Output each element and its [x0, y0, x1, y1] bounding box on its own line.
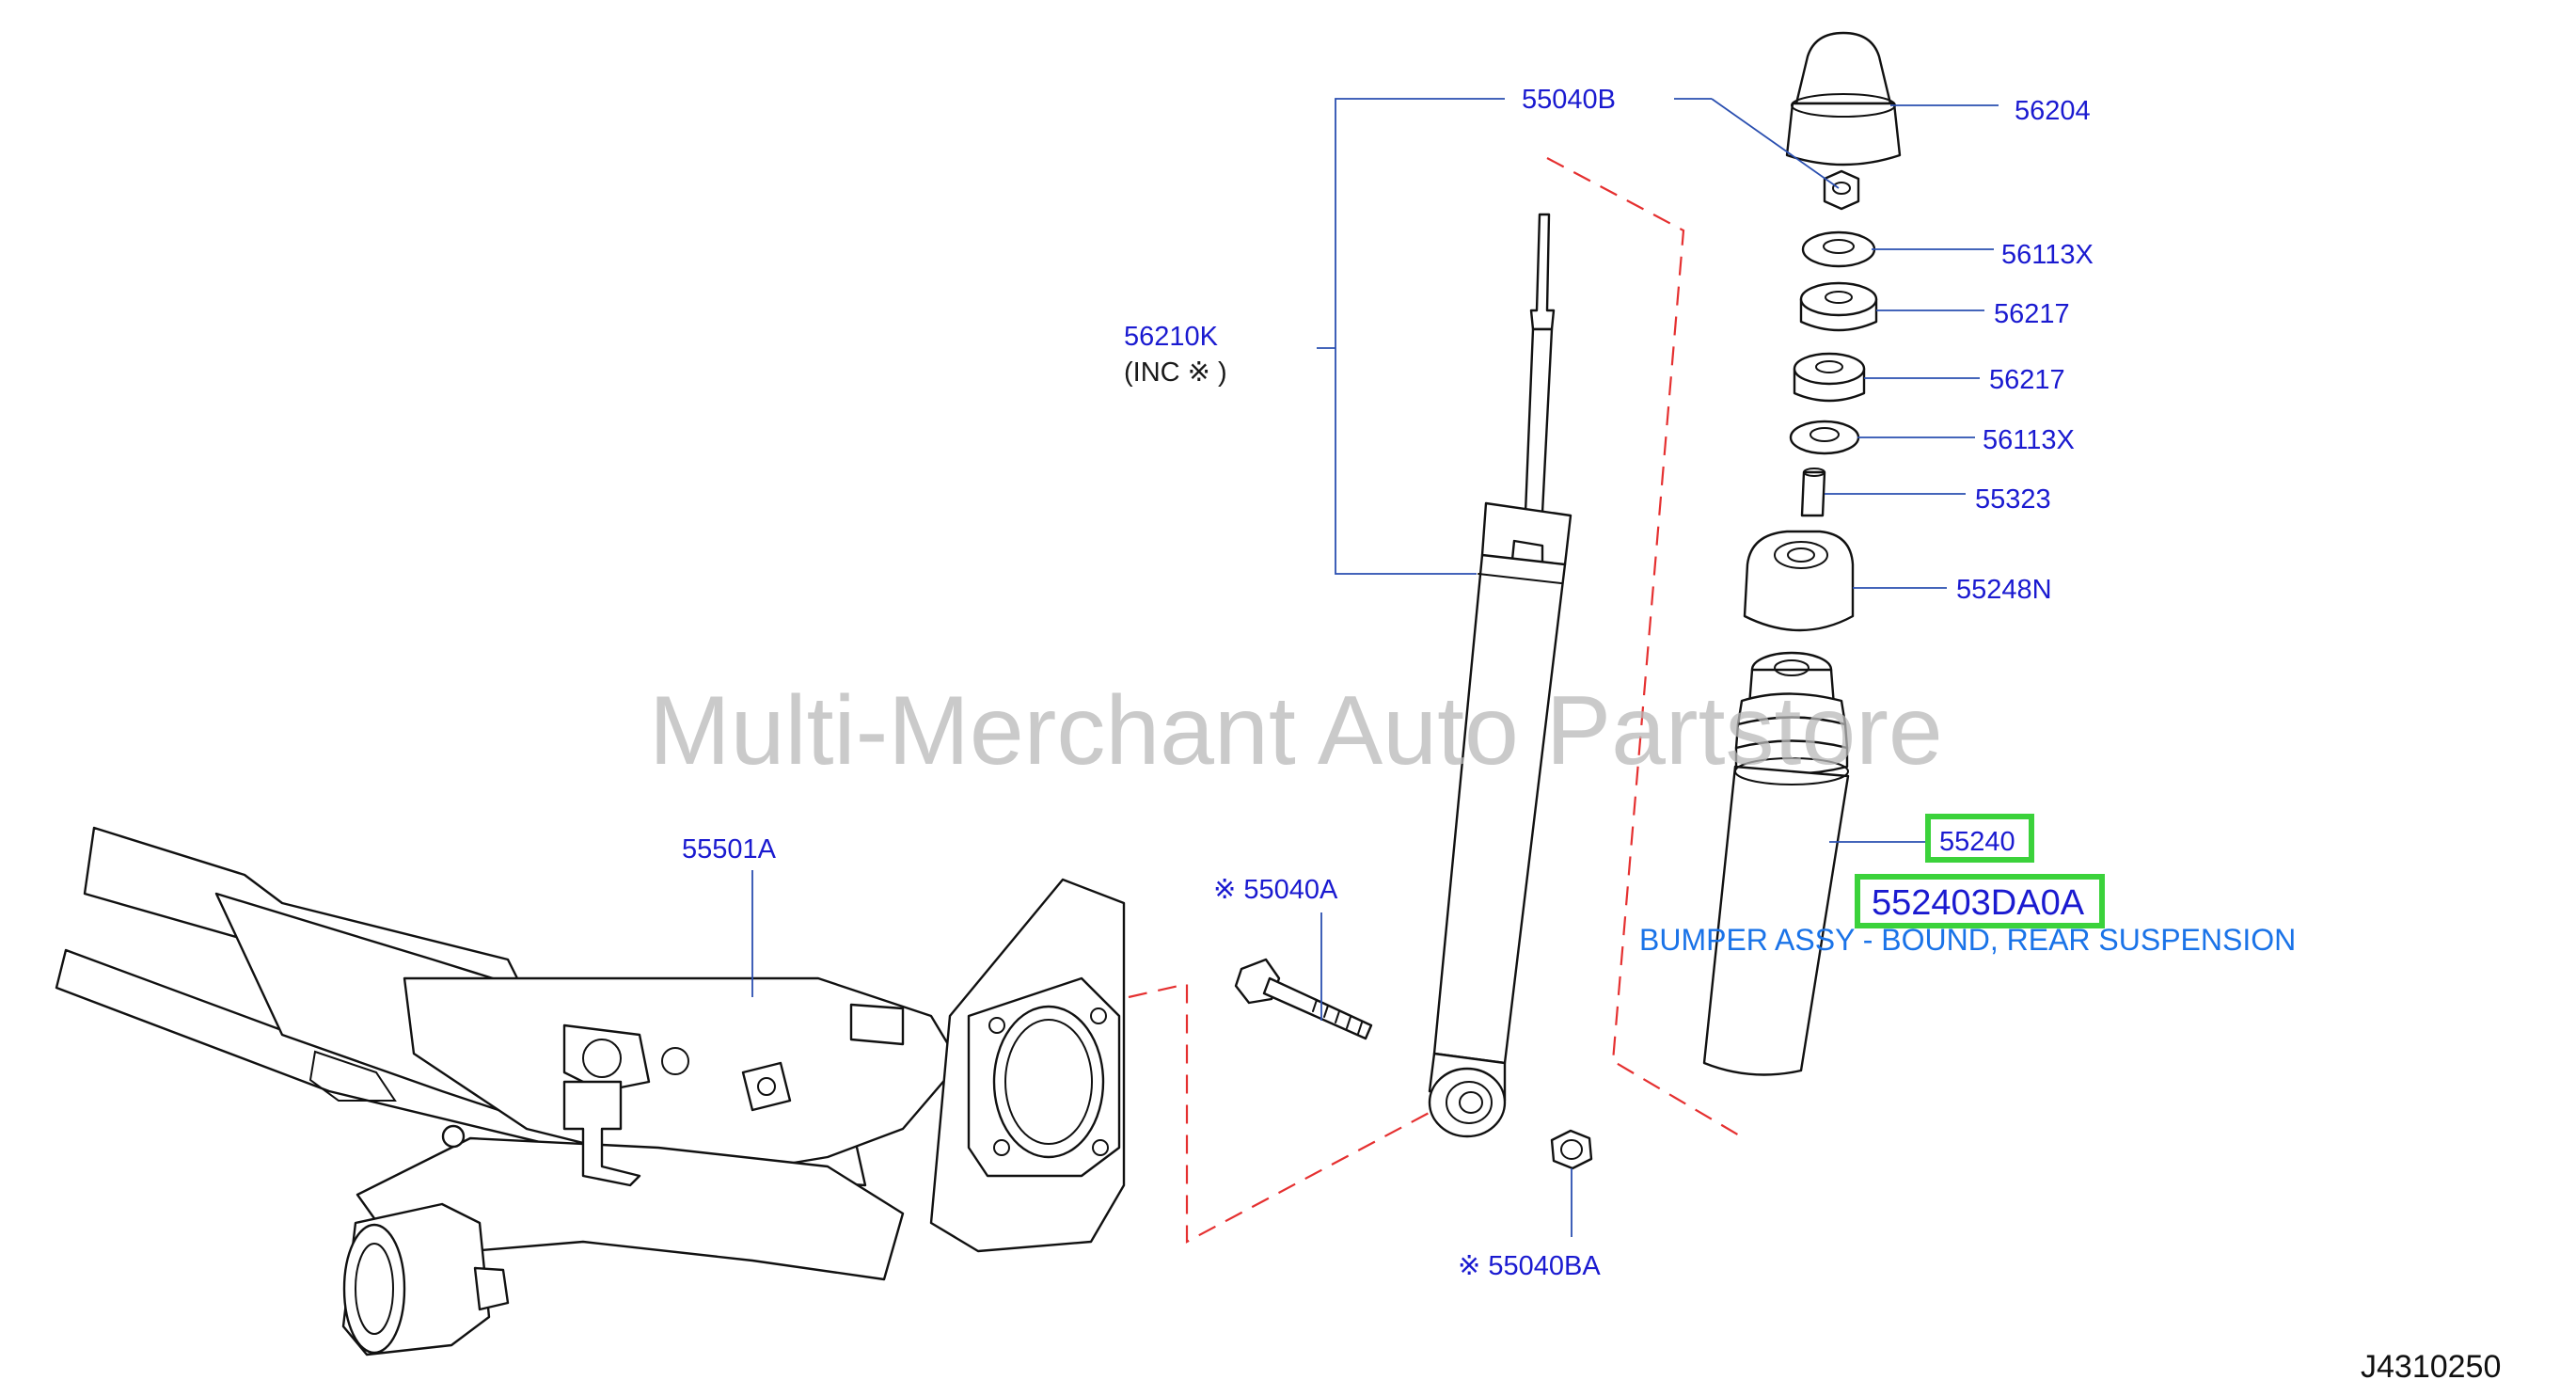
label-55240[interactable]: 55240	[1939, 827, 2015, 857]
label-56113X-top[interactable]: 56113X	[2001, 240, 2094, 270]
highlighted-part: 55240 552403DA0A BUMPER ASSY - BOUND, RE…	[1639, 814, 2296, 957]
label-56204[interactable]: 56204	[2015, 96, 2091, 126]
label-55323[interactable]: 55323	[1975, 484, 2051, 515]
label-55040A[interactable]: ※ 55040A	[1213, 875, 1338, 905]
rear-axle-beam	[55, 826, 1126, 1356]
label-55040BA[interactable]: ※ 55040BA	[1458, 1251, 1601, 1281]
label-56217-top[interactable]: 56217	[1994, 299, 2070, 329]
washer-56113X-bottom	[1789, 420, 1860, 455]
leader-lines	[751, 98, 1999, 1237]
nut-55040B	[1823, 169, 1860, 211]
label-55040B[interactable]: 55040B	[1522, 85, 1616, 115]
label-55248N[interactable]: 55248N	[1956, 575, 2052, 605]
collar-55323	[1800, 468, 1826, 517]
label-56210K[interactable]: 56210K	[1124, 322, 1219, 352]
mount-cap-56204	[1785, 31, 1902, 167]
dust-cover-55248N	[1743, 530, 1855, 632]
diagram-reference: J4310250	[2361, 1349, 2501, 1385]
shock-absorber	[1428, 213, 1572, 1138]
bushing-56217-top	[1799, 281, 1878, 332]
label-55501A[interactable]: 55501A	[682, 834, 777, 865]
highlight-box-part-number	[1855, 874, 2105, 928]
part-labels: 55040B 56204 56113X 56217 56217 56113X 5…	[682, 85, 2094, 1281]
bound-bumper-55240	[1702, 651, 1850, 1076]
part-description: BUMPER ASSY - BOUND, REAR SUSPENSION	[1639, 923, 2296, 957]
inc-note: (INC ※ )	[1124, 357, 1227, 388]
label-56113X-bottom[interactable]: 56113X	[1983, 425, 2075, 455]
highlighted-part-number[interactable]: 552403DA0A	[1872, 883, 2085, 923]
highlight-box-55240	[1925, 814, 2034, 863]
mounting-bolt	[1234, 958, 1373, 1040]
washer-56113X-top	[1801, 230, 1876, 268]
bushing-56217-bottom	[1793, 352, 1866, 403]
assembly-guide-lines	[1128, 157, 1742, 1244]
mounting-nut	[1550, 1129, 1593, 1170]
label-56217-bottom[interactable]: 56217	[1989, 365, 2065, 395]
watermark-text: Multi-Merchant Auto Partstore	[649, 676, 1943, 785]
